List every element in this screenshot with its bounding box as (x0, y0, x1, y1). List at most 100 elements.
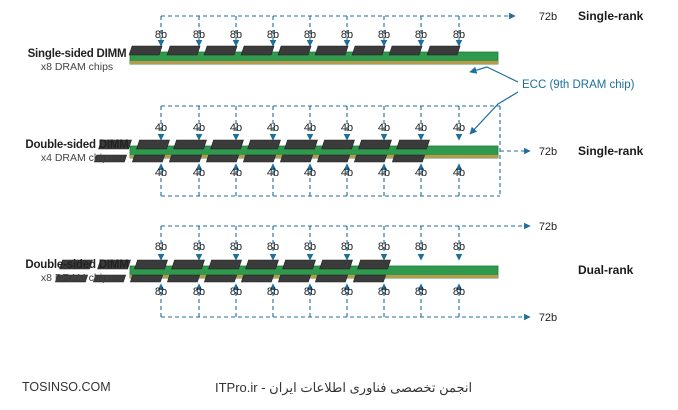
chip-width-label: 4b (415, 122, 427, 134)
chip-width-label: 4b (378, 122, 390, 134)
dram-chip-top (240, 45, 275, 56)
dimm-contacts (130, 61, 498, 64)
chip-width-label: 8b (453, 241, 465, 253)
chip-width-label: 8b (415, 29, 427, 41)
chip-width-label: 4b (304, 122, 316, 134)
chip-width-label: 8b (304, 29, 316, 41)
chip-width-label: 8b (193, 286, 205, 298)
chip-width-label: 8b (267, 286, 279, 298)
dram-chip-bottom (168, 154, 203, 163)
dram-chip-bottom (279, 154, 314, 163)
dram-chip-bottom (240, 274, 275, 283)
chip-width-label: 4b (341, 167, 353, 179)
dram-chip-bottom (277, 274, 312, 283)
chip-width-label: 8b (230, 241, 242, 253)
dram-chip-bottom (92, 274, 127, 283)
chip-width-label: 4b (267, 122, 279, 134)
dram-chip-top (357, 259, 391, 270)
dram-chip-bottom (352, 274, 387, 283)
dram-chip-top (284, 139, 318, 150)
dram-chip-top (136, 139, 170, 150)
chip-width-label: 4b (230, 122, 242, 134)
footer-right: ITPro.ir - انجمن تخصصی فناوری اطلاعات ای… (215, 380, 473, 395)
ecc-pointer-line (469, 91, 519, 135)
bus-width-label: 72b (539, 11, 557, 23)
chip-width-label: 8b (230, 286, 242, 298)
dram-chip-bottom (353, 154, 388, 163)
chip-width-label: 8b (267, 241, 279, 253)
dram-chip-top (314, 45, 349, 56)
dram-chip-top (208, 259, 242, 270)
chip-width-label: 4b (267, 167, 279, 179)
bus-width-label: 72b (539, 146, 557, 158)
dimm-contacts (130, 275, 498, 278)
dram-chip-bottom (203, 274, 238, 283)
chip-width-label: 4b (230, 167, 242, 179)
dimm-subtitle: x4 DRAM chips (40, 152, 114, 164)
chip-width-label: 4b (155, 167, 167, 179)
dram-chip-top (247, 139, 281, 150)
dram-chip-bottom (314, 274, 349, 283)
chip-width-label: 4b (453, 122, 465, 134)
dram-chip-bottom (129, 274, 164, 283)
dram-chip-bottom (93, 154, 128, 163)
dram-chip-bottom (205, 154, 240, 163)
dram-chip-bottom (391, 154, 426, 163)
dram-chip-top (358, 139, 392, 150)
bus-width-label: 72b (539, 221, 557, 233)
chip-width-label: 8b (378, 29, 390, 41)
footer-left: TOSINSO.COM (22, 380, 111, 394)
chip-width-label: 8b (230, 29, 242, 41)
ecc-callout: ECC (9th DRAM chip) (469, 66, 635, 135)
dimm-title: Double-sided DIMM (25, 139, 129, 151)
dram-chip-bottom (316, 154, 351, 163)
chip-width-label: 4b (415, 167, 427, 179)
dimm-label-double-sided-x8: Double-sided DIMM x8 DRAM chips (2, 259, 152, 285)
chip-width-label: 4b (341, 122, 353, 134)
dimm-title: Double-sided DIMM (25, 259, 129, 271)
chip-width-label: 8b (378, 241, 390, 253)
dimm-title: Single-sided DIMM (27, 48, 127, 60)
chip-width-label: 8b (193, 241, 205, 253)
rank-label-row1: Single-rank (578, 9, 644, 23)
dram-chip-bottom (131, 154, 166, 163)
rank-label-row2: Single-rank (578, 144, 644, 158)
chip-width-label: 8b (304, 241, 316, 253)
dimm-subtitle: x8 DRAM chips (40, 61, 114, 73)
chip-width-label: 4b (378, 167, 390, 179)
chip-width-label: 8b (155, 286, 167, 298)
dram-chip-top (166, 45, 201, 56)
dram-chip-top (97, 259, 131, 270)
chip-width-label: 8b (193, 29, 205, 41)
dram-chip-top (282, 259, 316, 270)
chip-width-label: 8b (378, 286, 390, 298)
chip-width-label: 8b (453, 29, 465, 41)
dram-chip-top (321, 139, 355, 150)
dimm-label-double-sided-x4: Double-sided DIMM x4 DRAM chips (2, 139, 152, 165)
chip-width-label: 4b (193, 122, 205, 134)
dimm-subtitle: x8 DRAM chips (40, 272, 114, 284)
dram-chip-top (277, 45, 312, 56)
dram-chip-bottom (166, 274, 201, 283)
dram-chip-top (388, 45, 423, 56)
chip-width-label: 8b (453, 286, 465, 298)
dram-chip-top (59, 259, 93, 270)
dram-chip-bottom (242, 154, 277, 163)
dram-chip-top (210, 139, 244, 150)
chip-width-label: 8b (341, 286, 353, 298)
dram-chip-top (173, 139, 207, 150)
chip-width-label: 8b (155, 241, 167, 253)
dram-chip-top (171, 259, 205, 270)
dram-chip-top (319, 259, 353, 270)
chip-width-label: 8b (341, 29, 353, 41)
dram-chip-bottom (54, 274, 89, 283)
dram-chip-top (203, 45, 238, 56)
chip-width-label: 8b (341, 241, 353, 253)
ecc-label: ECC (9th DRAM chip) (522, 79, 635, 91)
dram-chip-top (396, 139, 430, 150)
chip-width-label: 8b (155, 29, 167, 41)
chip-width-label: 4b (304, 167, 316, 179)
chip-width-label: 4b (453, 167, 465, 179)
dram-chip-top (98, 139, 132, 150)
